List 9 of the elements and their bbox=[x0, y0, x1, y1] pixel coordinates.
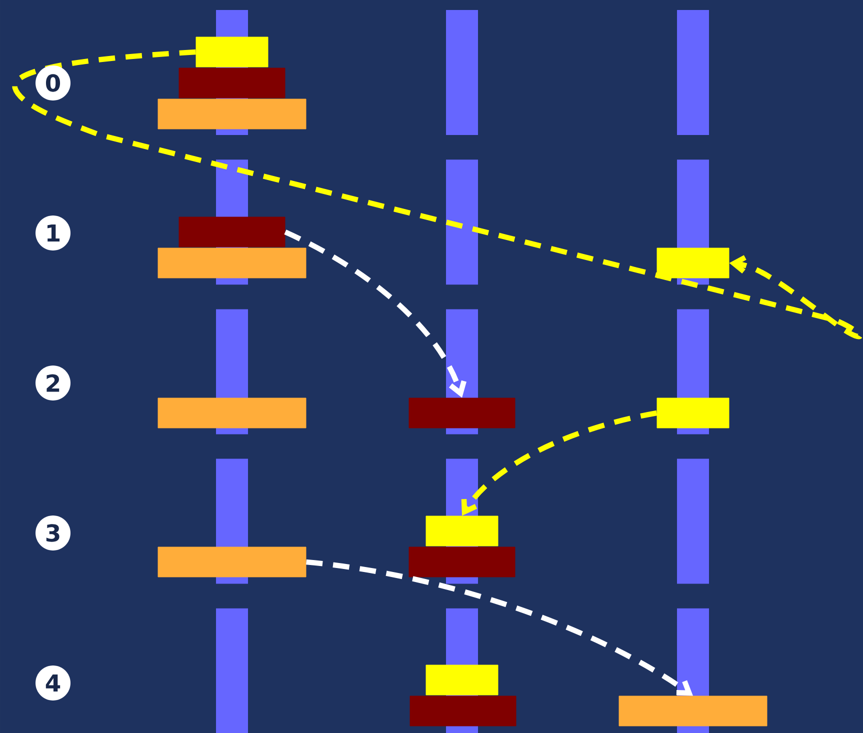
step-number: 4 bbox=[36, 666, 70, 700]
step-number: 1 bbox=[36, 216, 70, 250]
step-number: 0 bbox=[36, 66, 70, 100]
arrow bbox=[461, 410, 658, 516]
step-number: 2 bbox=[36, 366, 70, 400]
arrow bbox=[12, 49, 860, 339]
step-number: 3 bbox=[36, 516, 70, 550]
arrow bbox=[306, 559, 693, 696]
arrow bbox=[284, 230, 466, 398]
